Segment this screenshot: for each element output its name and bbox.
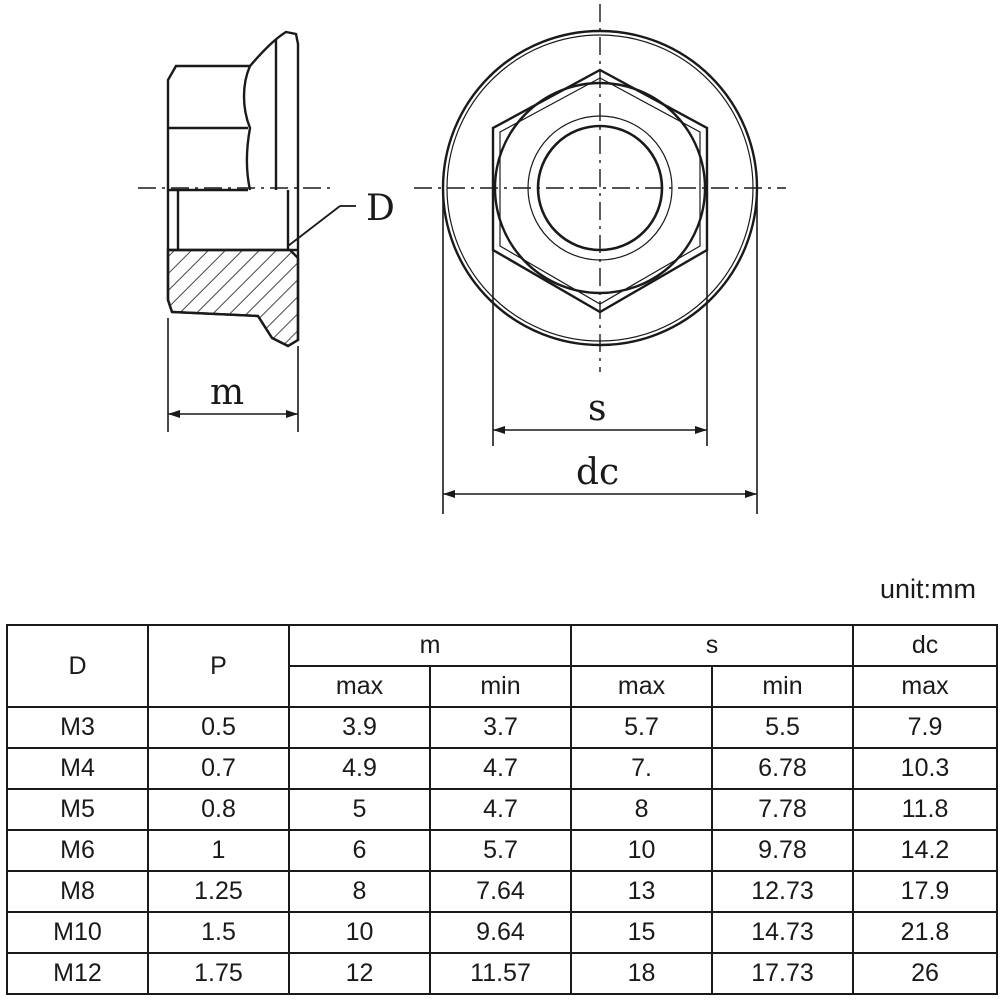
cell-P: 0.7: [147, 747, 290, 790]
side-view-section-hatch: [166, 248, 300, 348]
subheader-s-max: max: [570, 665, 714, 708]
header-s: s: [570, 624, 855, 667]
cell-D: M12: [6, 952, 149, 995]
cell-m-max: 6: [288, 829, 431, 872]
side-view-outline: [166, 30, 300, 348]
header-P: P: [147, 624, 290, 708]
cell-s-min: 12.73: [711, 870, 855, 913]
table-subheader-row: max min max min max: [7, 665, 999, 708]
cell-D: M3: [6, 706, 149, 749]
cell-s-max: 5.7: [570, 706, 714, 749]
header-D: D: [6, 624, 149, 708]
side-view: [166, 30, 356, 432]
subheader-m-max: max: [288, 665, 431, 708]
cell-dc-max: 11.8: [852, 788, 999, 831]
flange-nut-technical-drawing: D m s dc: [138, 4, 786, 514]
cell-D: M6: [6, 829, 149, 872]
cell-P: 0.5: [147, 706, 290, 749]
cell-s-max: 10: [570, 829, 714, 872]
cell-P: 1.25: [147, 870, 290, 913]
cell-m-max: 4.9: [288, 747, 431, 790]
cell-P: 1: [147, 829, 290, 872]
cell-s-max: 15: [570, 911, 714, 954]
cell-s-min: 17.73: [711, 952, 855, 995]
cell-s-min: 7.78: [711, 788, 855, 831]
cell-m-max: 3.9: [288, 706, 431, 749]
cell-m-min: 9.64: [428, 911, 573, 954]
cell-m-min: 4.7: [428, 788, 573, 831]
cell-m-max: 5: [288, 788, 431, 831]
cell-D: M8: [6, 870, 149, 913]
subheader-dc-max: max: [852, 665, 999, 708]
cell-P: 1.75: [147, 952, 290, 995]
cell-m-min: 3.7: [428, 706, 573, 749]
header-m: m: [287, 624, 573, 667]
cell-s-min: 5.5: [711, 706, 855, 749]
cell-D: M4: [6, 747, 149, 790]
cell-s-max: 8: [570, 788, 714, 831]
cell-m-min: 4.7: [428, 747, 573, 790]
cell-s-max: 7.: [570, 747, 714, 790]
cell-D: M10: [6, 911, 149, 954]
cell-m-max: 8: [288, 870, 431, 913]
cell-m-max: 12: [288, 952, 431, 995]
cell-s-max: 13: [570, 870, 714, 913]
label-dc: dc: [576, 452, 619, 493]
subheader-m-min: min: [428, 665, 573, 708]
cell-s-max: 18: [570, 952, 714, 995]
cell-m-min: 7.64: [428, 870, 573, 913]
cell-dc-max: 14.2: [852, 829, 999, 872]
cell-s-min: 6.78: [711, 747, 855, 790]
cell-dc-max: 21.8: [852, 911, 999, 954]
cell-m-max: 10: [288, 911, 431, 954]
label-D: D: [366, 188, 395, 229]
cell-s-min: 14.73: [711, 911, 855, 954]
cell-D: M5: [6, 788, 149, 831]
cell-s-min: 9.78: [711, 829, 855, 872]
cell-dc-max: 26: [852, 952, 999, 995]
label-s: s: [588, 388, 606, 429]
cell-m-min: 11.57: [428, 952, 573, 995]
header-dc: dc: [852, 624, 999, 667]
cell-dc-max: 10.3: [852, 747, 999, 790]
cell-m-min: 5.7: [428, 829, 573, 872]
table-header-row: D P m s dc: [6, 624, 999, 708]
cell-P: 0.8: [147, 788, 290, 831]
unit-note: unit:mm: [879, 574, 976, 604]
subheader-s-min: min: [711, 665, 855, 708]
cell-dc-max: 17.9: [852, 870, 999, 913]
label-m: m: [210, 372, 244, 413]
cell-dc-max: 7.9: [852, 706, 999, 749]
cell-P: 1.5: [147, 911, 290, 954]
